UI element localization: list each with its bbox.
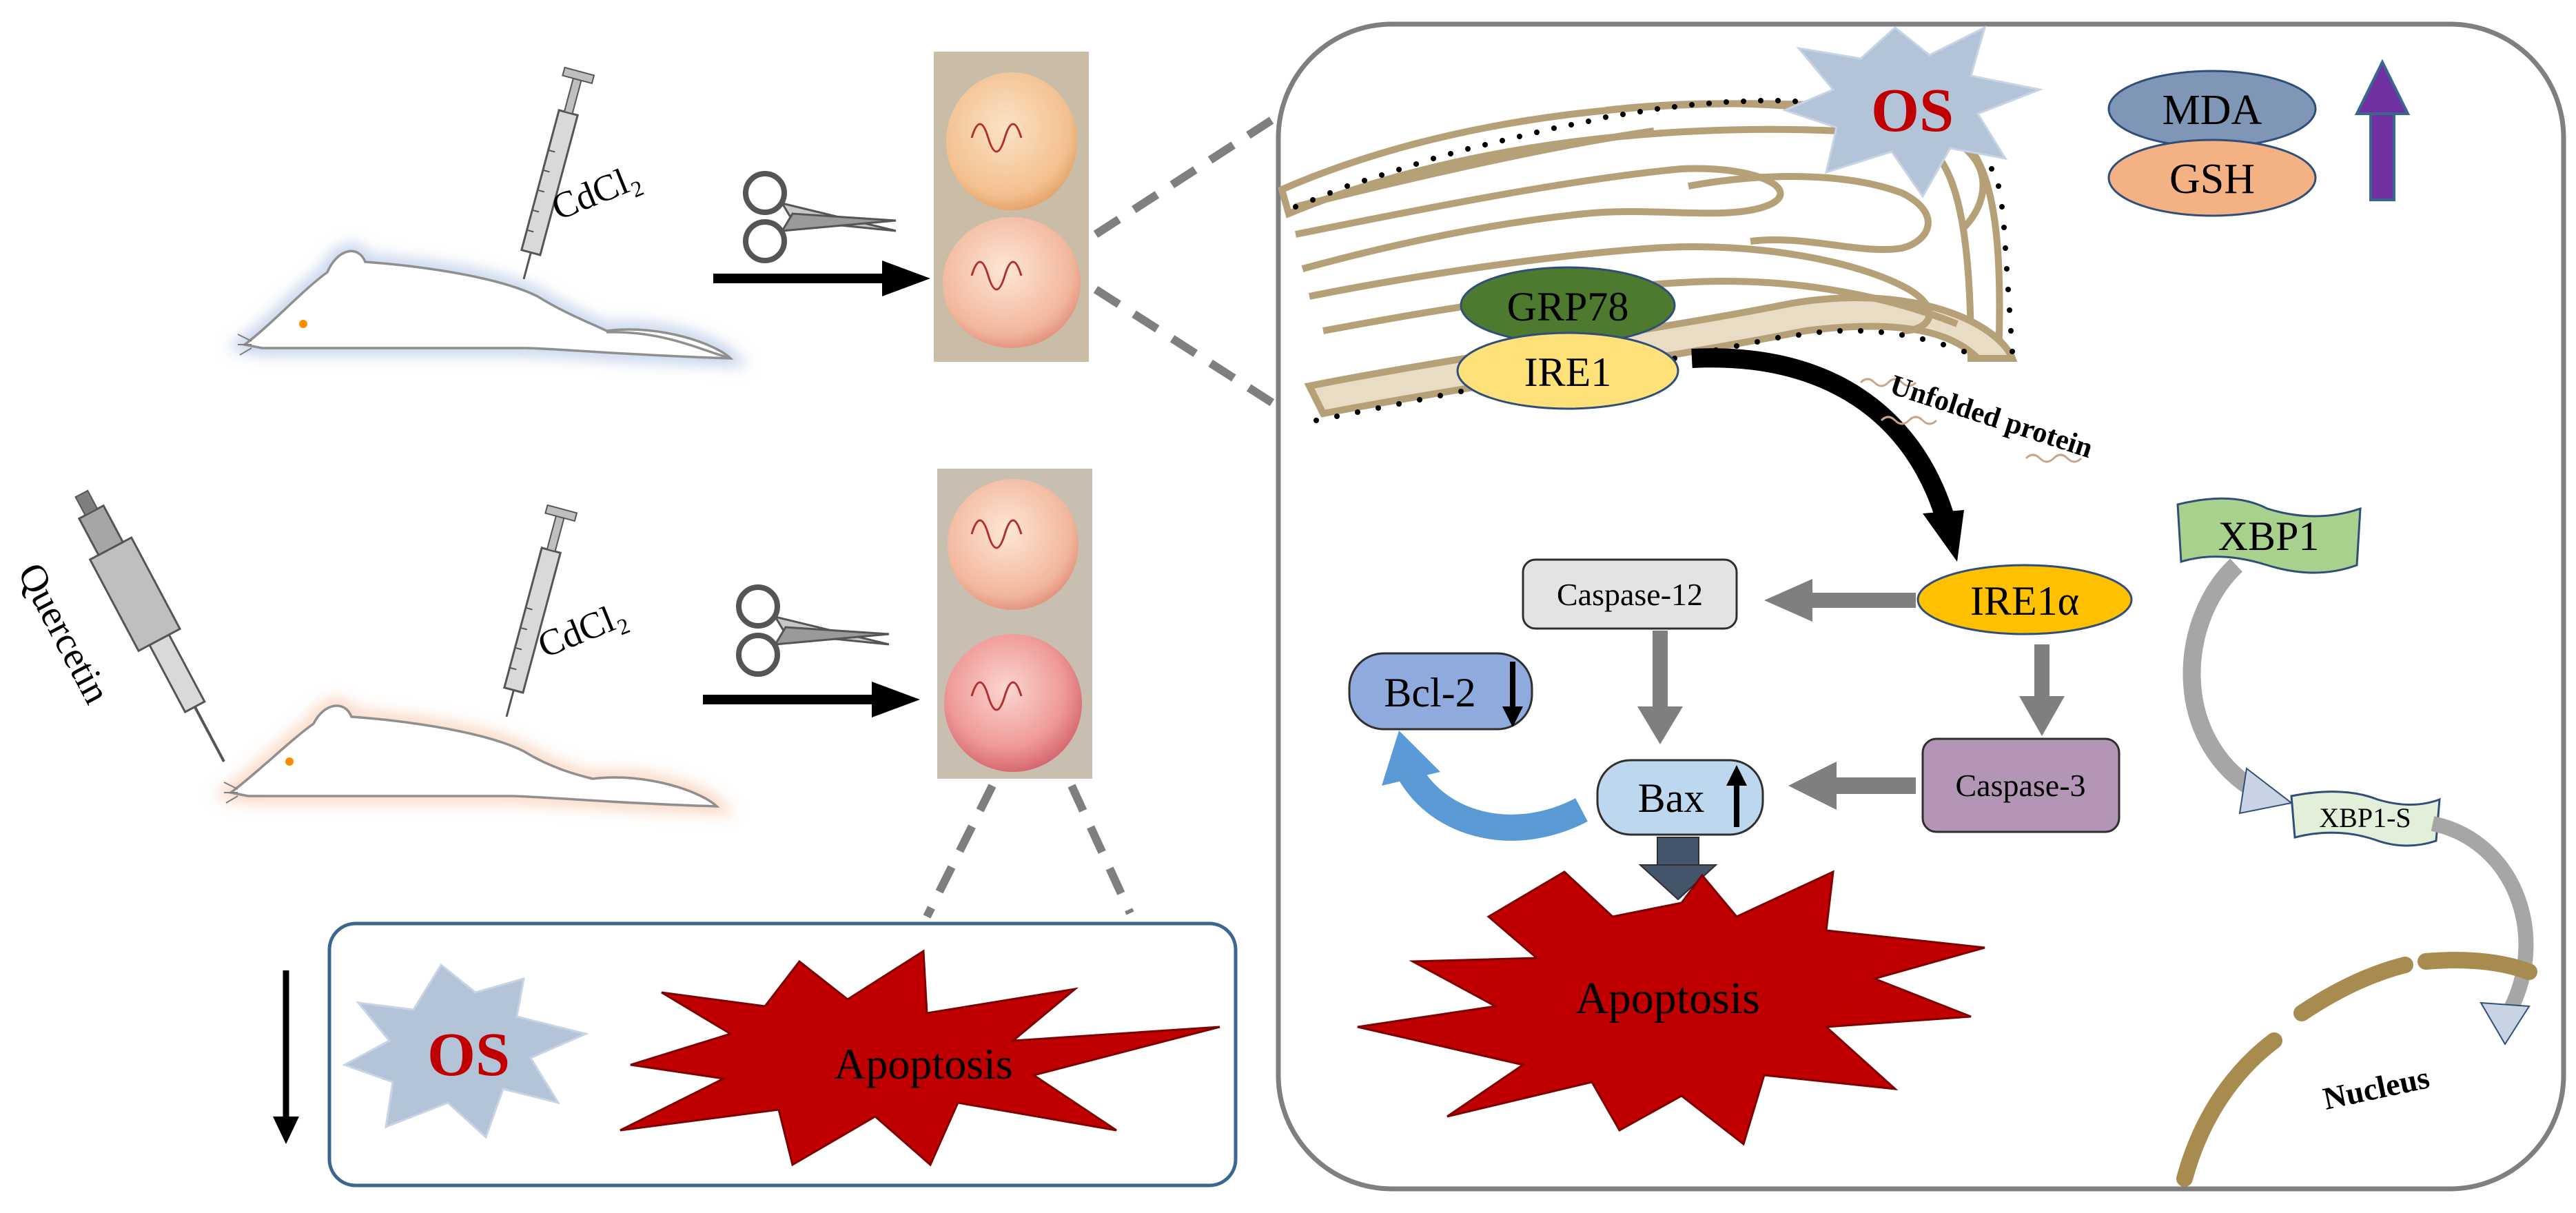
unfolded-protein-icon (1859, 378, 2083, 463)
xbp1s-to-nucleus-arrowhead (2480, 1001, 2531, 1046)
syringe-bottom-icon (502, 504, 578, 717)
zoom-lines-top (1093, 112, 1281, 411)
os-burst-large (1781, 26, 2044, 198)
down-arrow-icon (273, 970, 299, 1144)
scissors-top-icon (743, 171, 897, 263)
bax-to-apoptosis-arrow (1638, 837, 1718, 901)
gsh-label: GSH (2169, 156, 2255, 203)
arrow-bottom-right (703, 682, 920, 717)
kidney-photo-bottom (937, 469, 1092, 779)
caspase3-label: Caspase-3 (1955, 768, 2085, 803)
mouse-top-eye (299, 320, 307, 328)
ire1-ellipse (1456, 332, 1679, 410)
mouse-top-tail (606, 331, 731, 360)
xbp1-label: XBP1 (2218, 513, 2320, 559)
mouse-bottom-group (212, 698, 736, 815)
zoom-lines-bottom (923, 784, 1134, 919)
apoptosis-burst-large (1357, 870, 1985, 1146)
mda-gsh-up-arrow-icon (2354, 59, 2411, 201)
nucleus-membrane (2176, 952, 2537, 1187)
caspase12-box (1522, 558, 1738, 630)
ire1a-ellipse (1916, 564, 2133, 635)
ire1-to-ire1a-arrow (1691, 348, 1956, 527)
mouse-top-whiskers (237, 334, 252, 356)
apoptosis-small-label: Apoptosis (834, 1039, 1013, 1088)
gsh-ellipse (2107, 139, 2317, 217)
os-large-label: OS (1871, 77, 1954, 145)
ire1-to-ire1a-arrowhead (1923, 510, 1964, 562)
xbp1-to-xbp1s-arrow (2183, 558, 2259, 797)
pipette-icon (74, 489, 225, 762)
caspase3-box (1921, 737, 2120, 833)
mda-label: MDA (2163, 87, 2262, 134)
bax-label: Bax (1638, 775, 1705, 821)
bax-to-bcl2-arrow (1398, 765, 1588, 841)
apoptosis-large-label: Apoptosis (1575, 973, 1760, 1023)
bcl2-label: Bcl-2 (1384, 670, 1475, 715)
mouse-top-group (226, 243, 750, 367)
arrow-top-right (713, 261, 930, 296)
gray-arrows (1637, 579, 2065, 810)
os-small-label: OS (427, 1021, 510, 1089)
ire1a-label: IRE1α (1970, 578, 2079, 624)
mouse-bottom-whiskers (223, 782, 238, 804)
apoptosis-burst-small (620, 949, 1220, 1167)
xbp1-banner (2176, 497, 2362, 574)
bcl2-box (1348, 652, 1533, 731)
ire1-label: IRE1 (1524, 349, 1612, 395)
xbp1s-label: XBP1-S (2319, 802, 2411, 833)
bcl2-down-arrow-icon (1502, 662, 1523, 727)
grp78-label: GRP78 (1507, 284, 1629, 329)
xbp1-to-xbp1s-arrowhead (2238, 767, 2293, 815)
bax-box (1596, 759, 1764, 836)
kidney-photo-top (934, 52, 1089, 362)
mouse-bottom-outline (227, 704, 720, 808)
mouse-bottom-eye (285, 757, 294, 766)
mouse-top-outline (241, 249, 734, 360)
caspase12-label: Caspase-12 (1557, 577, 1703, 612)
bax-to-bcl2-arrowhead (1382, 731, 1440, 786)
syringe-top-icon (520, 66, 595, 280)
os-burst-small (342, 963, 589, 1139)
bax-up-arrow-icon (1726, 765, 1747, 827)
xbp1s-to-nucleus-arrow (2431, 816, 2534, 1017)
scissors-bottom-icon (736, 584, 890, 677)
